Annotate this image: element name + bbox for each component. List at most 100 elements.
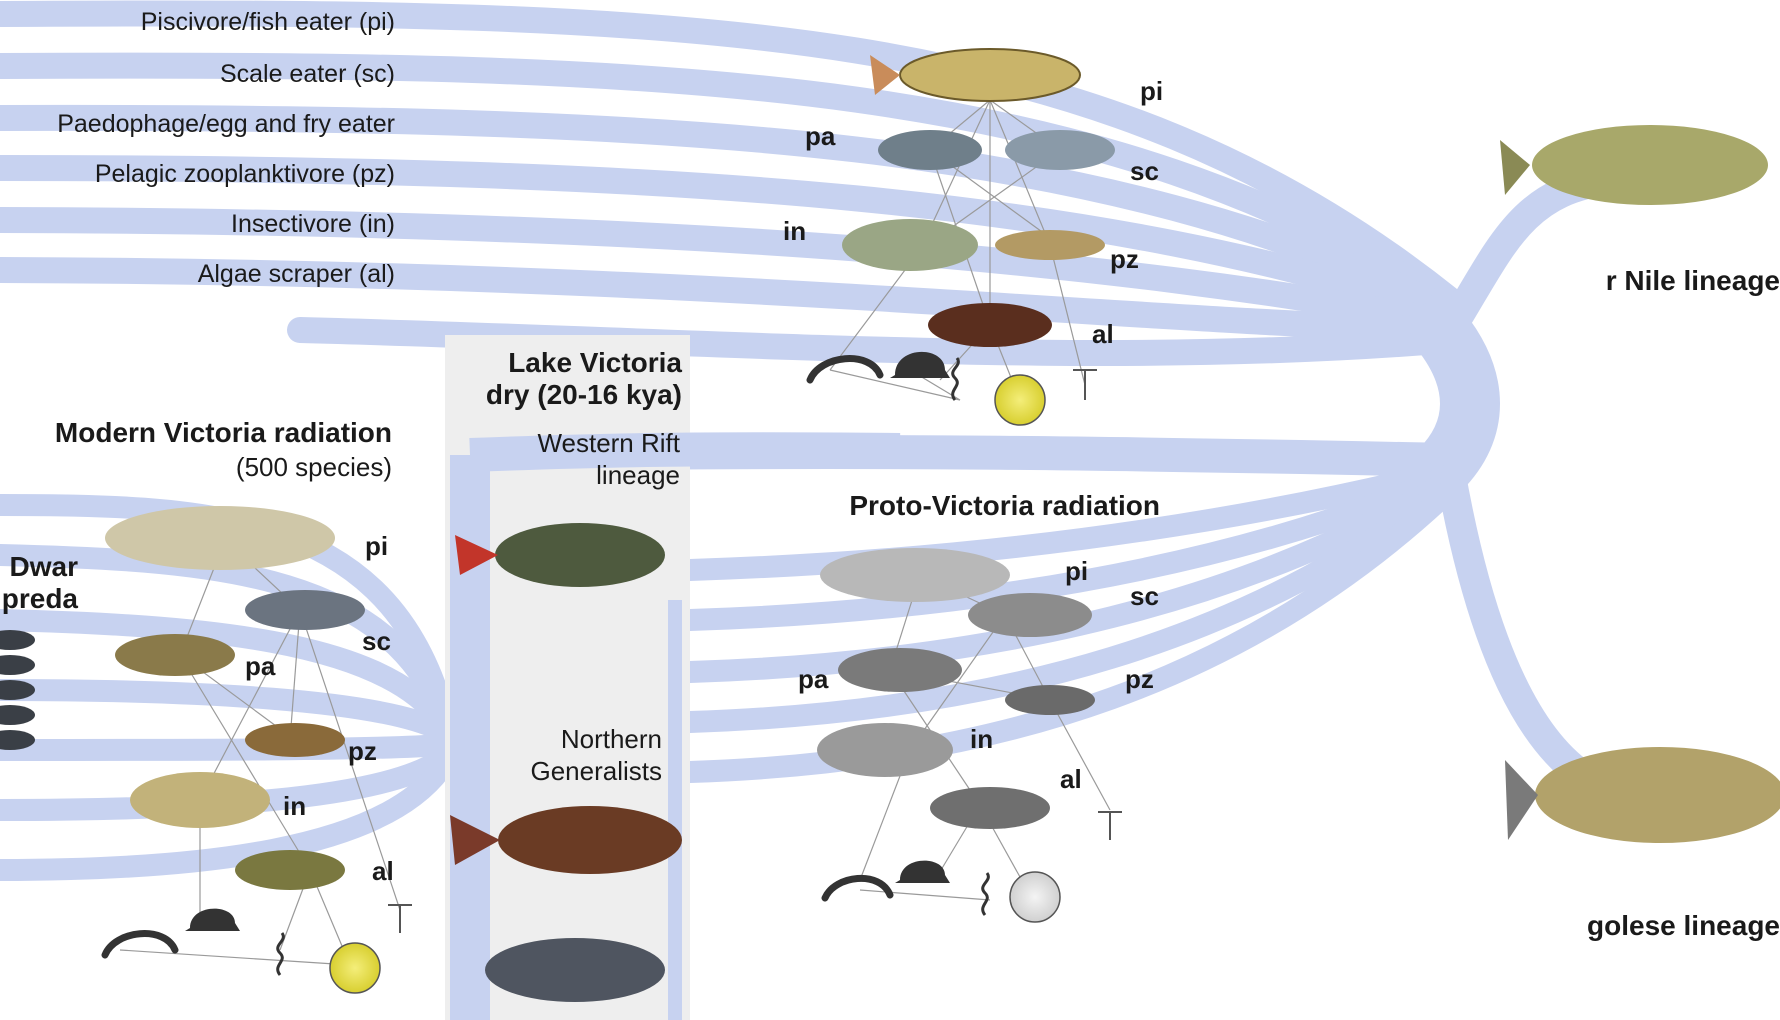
abbr-pz-modern: pz: [348, 736, 377, 766]
abbr-in-top: in: [783, 216, 806, 246]
fish-dwarf-4: [0, 705, 35, 725]
band-top-1: [0, 0, 1463, 313]
fish-paedophage-top: [878, 130, 982, 170]
fish-proto-sc: [968, 593, 1092, 637]
fish-proto-al: [930, 787, 1050, 829]
fish-dwarf-2: [0, 655, 35, 675]
band-modern-6: [0, 749, 451, 821]
fish-upper-nile: [1532, 125, 1768, 205]
abbr-pi-top: pi: [1140, 76, 1163, 106]
zooplankton-icon: [1073, 369, 1097, 400]
legend-pz: Pelagic zooplanktivore (pz): [95, 160, 395, 188]
band-proto-5: [679, 479, 1461, 783]
abbr-pi-proto: pi: [1065, 556, 1088, 586]
abbr-pz-proto: pz: [1125, 664, 1154, 694]
fish-scale-eater-top: [1005, 130, 1115, 170]
lake-dry-band-top: [469, 432, 901, 472]
abbr-sc-modern: sc: [362, 626, 391, 656]
fish-lake-bottom: [485, 938, 665, 1002]
fish-proto-pz: [1005, 685, 1095, 715]
abbr-sc-top: sc: [1130, 156, 1159, 186]
fish-modern-in: [130, 772, 270, 828]
band-proto-4: [679, 474, 1461, 733]
legend-al: Algae scraper (al): [198, 260, 395, 288]
insect-larva-icon: [981, 872, 990, 916]
fish-dwarf-5: [0, 730, 35, 750]
band-proto-3: [679, 469, 1461, 683]
algae-cell-icon: [1009, 871, 1061, 923]
abbr-pi-modern: pi: [365, 531, 388, 561]
fish-insectivore-top: [842, 219, 978, 271]
band-modern-3: [0, 609, 451, 731]
proto-radiation: pi sc pa pz in al: [798, 548, 1159, 923]
modern-count: (500 species): [236, 452, 392, 482]
band-top-4: [0, 155, 1463, 328]
insect-larva-icon: [951, 357, 960, 401]
abbr-al-modern: al: [372, 856, 394, 886]
algae-cell-icon: [994, 374, 1046, 426]
lake-dry-title-1: Lake Victoria: [508, 347, 682, 378]
northern-gen-2: Generalists: [531, 756, 663, 786]
legend-in: Insectivore (in): [231, 210, 395, 238]
band-modern-2: [0, 544, 451, 721]
band-proto-2: [679, 464, 1461, 631]
fish-zooplankt-top: [995, 230, 1105, 260]
dwarf-label-1: Dwar: [10, 551, 79, 582]
proto-title: Proto-Victoria radiation: [849, 490, 1160, 521]
insect-larva-icon: [276, 932, 285, 976]
abbr-pa-top: pa: [805, 121, 836, 151]
western-rift-1: Western Rift: [537, 428, 680, 458]
snail-icon: [895, 860, 950, 883]
abbr-in-proto: in: [970, 724, 993, 754]
western-rift-2: lineage: [596, 460, 680, 490]
top-radiation: pi pa sc in pz al: [783, 48, 1163, 426]
fish-modern-sc: [245, 590, 365, 630]
legend-pa: Paedophage/egg and fry eater: [57, 110, 395, 138]
snail-icon: [890, 351, 950, 378]
fish-algae-top: [928, 303, 1052, 347]
fish-dwarf-3: [0, 680, 35, 700]
band-modern-7: [0, 759, 451, 881]
fish-dwarf-1: [0, 630, 35, 650]
congolese-label: golese lineage: [1587, 910, 1780, 941]
abbr-sc-proto: sc: [1130, 581, 1159, 611]
northern-gen-1: Northern: [561, 724, 662, 754]
fish-modern-al: [235, 850, 345, 890]
band-top-6: [0, 257, 1463, 343]
legend-pi: Piscivore/fish eater (pi): [141, 8, 395, 36]
feeding-legend: Piscivore/fish eater (pi) Scale eater (s…: [57, 8, 395, 288]
fish-proto-pi: [820, 548, 1010, 602]
fish-western-rift: [495, 523, 665, 587]
worm-icon: [821, 875, 894, 902]
algae-cell-icon: [329, 942, 381, 994]
fish-proto-in: [817, 723, 953, 777]
abbr-pz-top: pz: [1110, 244, 1139, 274]
band-top-3: [0, 104, 1463, 323]
zooplankton-icon: [388, 904, 412, 933]
modern-title: Modern Victoria radiation: [55, 417, 392, 448]
fish-modern-pz: [245, 723, 345, 757]
zooplankton-icon: [1098, 811, 1122, 840]
abbr-al-proto: al: [1060, 764, 1082, 794]
worm-icon: [806, 355, 884, 384]
worm-icon: [101, 930, 179, 959]
dwarf-label-2: preda: [2, 583, 79, 614]
band-upper-nile: [1435, 165, 1625, 345]
band-top-2: [0, 52, 1463, 318]
fish-modern-pi: [105, 506, 335, 570]
abbr-pa-proto: pa: [798, 664, 829, 694]
abbr-in-modern: in: [283, 791, 306, 821]
snail-icon: [185, 908, 240, 931]
band-modern-4: [0, 679, 451, 741]
fish-piscivore-top: [899, 48, 1081, 102]
fish-congolese: [1535, 747, 1780, 843]
upper-nile-label: r Nile lineage: [1606, 265, 1780, 296]
band-congolese: [1435, 455, 1625, 805]
abbr-al-top: al: [1092, 319, 1114, 349]
lake-dry-title-2: dry (20-16 kya): [486, 379, 682, 410]
fish-northern-generalist: [498, 806, 682, 874]
fish-modern-pa: [115, 634, 235, 676]
band-proto-1: [679, 459, 1461, 581]
abbr-pa-modern: pa: [245, 651, 276, 681]
